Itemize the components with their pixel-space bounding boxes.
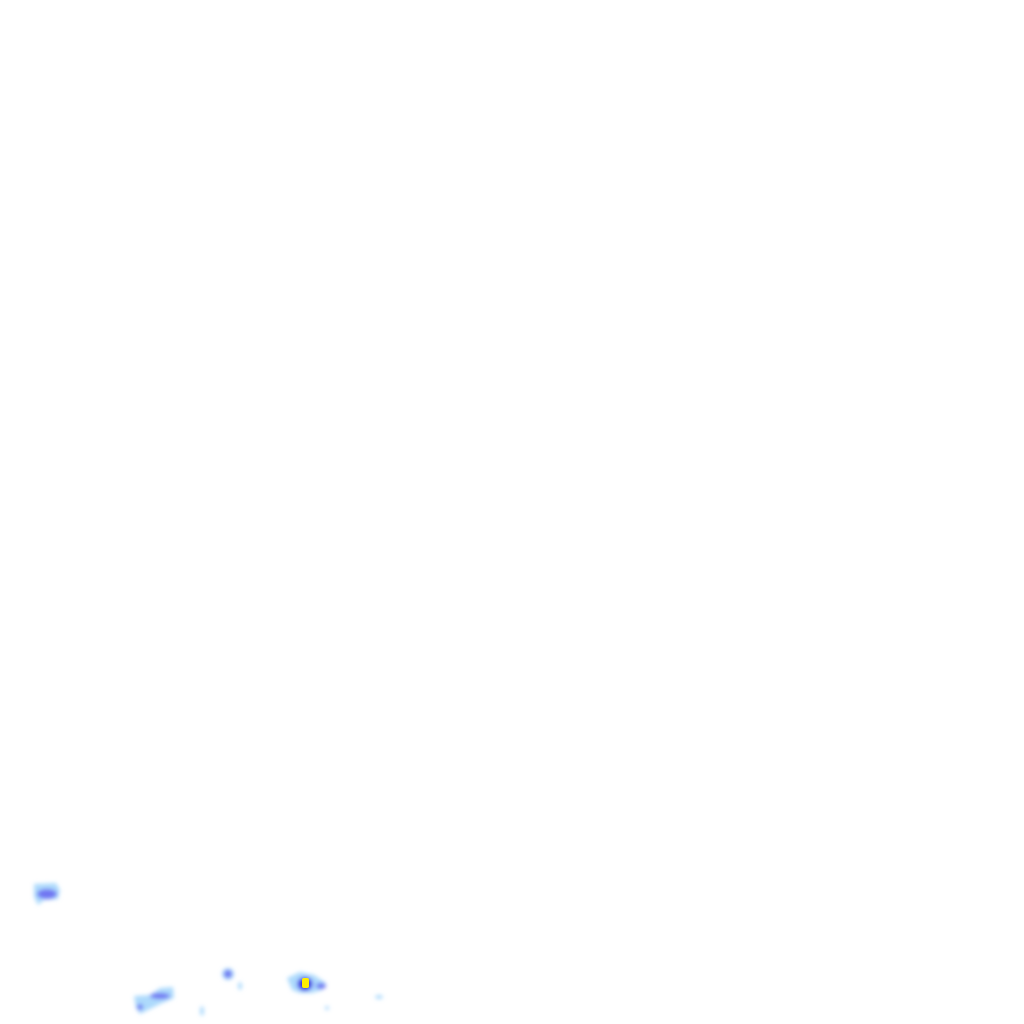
- precip-cell-west: [34, 883, 60, 905]
- precip-core-intense: [302, 978, 309, 988]
- precip-cell-center: [200, 968, 242, 1016]
- precip-band-south: [134, 987, 174, 1014]
- precip-storm-east: [287, 972, 383, 1010]
